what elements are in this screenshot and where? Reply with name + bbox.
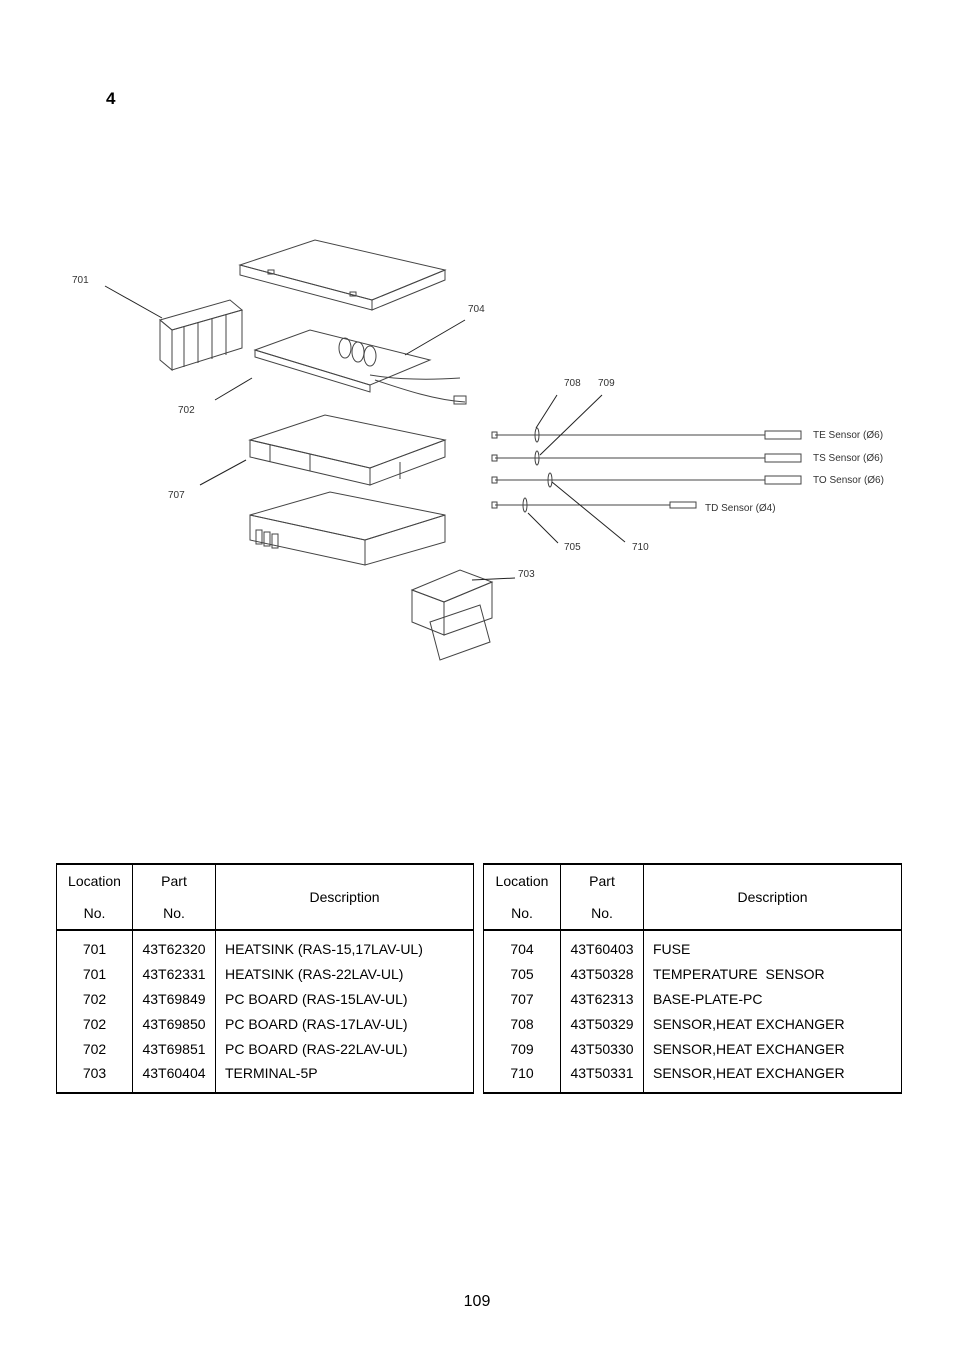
- callout-703: 703: [518, 569, 535, 580]
- part-no: 43T60404: [132, 1060, 216, 1094]
- part-no: 43T62313: [560, 986, 644, 1012]
- page-number: 109: [463, 1293, 491, 1310]
- part-description: TERMINAL-5P: [215, 1060, 474, 1094]
- callout-arrows: [104, 285, 626, 581]
- terminal-block-drawing: [410, 569, 494, 661]
- ts-sensor-label: TS Sensor (Ø6): [813, 453, 883, 464]
- callout-708: 708: [564, 378, 581, 389]
- heatsink-drawing: [158, 299, 244, 372]
- callout-704: 704: [468, 304, 485, 315]
- location-no: 701: [56, 961, 133, 987]
- callout-705: 705: [564, 542, 581, 553]
- sensor-wires-drawing: [491, 427, 802, 513]
- location-no: 710: [483, 1060, 561, 1094]
- part-no: 43T50328: [560, 961, 644, 987]
- part-no: 43T50330: [560, 1036, 644, 1061]
- top-cover-drawing: [238, 239, 447, 311]
- callout-709: 709: [598, 378, 615, 389]
- base-plate-drawing: [248, 414, 447, 486]
- location-no: 702: [56, 986, 133, 1012]
- location-no: 708: [483, 1011, 561, 1037]
- location-no: 702: [56, 1011, 133, 1037]
- part-description: HEATSINK (RAS-22LAV-UL): [215, 961, 474, 987]
- part-description: PC BOARD (RAS-22LAV-UL): [215, 1036, 474, 1061]
- part-description: BASE-PLATE-PC: [643, 986, 902, 1012]
- location-no: 709: [483, 1036, 561, 1061]
- part-description: TEMPERATURE SENSOR: [643, 961, 902, 987]
- description-header: Description: [215, 863, 474, 931]
- te-sensor-label: TE Sensor (Ø6): [813, 430, 883, 441]
- part-description: SENSOR,HEAT EXCHANGER: [643, 1036, 902, 1061]
- location-no: 701: [56, 930, 133, 962]
- part-no: 43T62331: [132, 961, 216, 987]
- description-header: Description: [643, 863, 902, 931]
- chassis-drawing: [249, 491, 446, 566]
- location-no: 707: [483, 986, 561, 1012]
- part-description: FUSE: [643, 930, 902, 962]
- callout-701: 701: [72, 275, 89, 286]
- part-description: HEATSINK (RAS-15,17LAV-UL): [215, 930, 474, 962]
- part-no: 43T50329: [560, 1011, 644, 1037]
- location-no: 703: [56, 1060, 133, 1094]
- section-number: 4: [106, 89, 116, 108]
- callout-702: 702: [178, 405, 195, 416]
- part-description: SENSOR,HEAT EXCHANGER: [643, 1060, 902, 1094]
- callout-707: 707: [168, 490, 185, 501]
- part-no: 43T69849: [132, 986, 216, 1012]
- part-description: SENSOR,HEAT EXCHANGER: [643, 1011, 902, 1037]
- part-no: 43T69851: [132, 1036, 216, 1061]
- part-description: PC BOARD (RAS-15LAV-UL): [215, 986, 474, 1012]
- location-no: 702: [56, 1036, 133, 1061]
- td-sensor-label: TD Sensor (Ø4): [705, 503, 776, 514]
- part-no: 43T69850: [132, 1011, 216, 1037]
- callout-710: 710: [632, 542, 649, 553]
- to-sensor-label: TO Sensor (Ø6): [813, 475, 884, 486]
- location-no: 704: [483, 930, 561, 962]
- pc-board-drawing: [253, 329, 467, 405]
- location-no: 705: [483, 961, 561, 987]
- exploded-parts-diagram: 701 702 707 703 704 708 709 705 710 TE S…: [72, 239, 884, 661]
- part-description: PC BOARD (RAS-17LAV-UL): [215, 1011, 474, 1037]
- part-no: 43T62320: [132, 930, 216, 962]
- part-no: 43T60403: [560, 930, 644, 962]
- part-no: 43T50331: [560, 1060, 644, 1094]
